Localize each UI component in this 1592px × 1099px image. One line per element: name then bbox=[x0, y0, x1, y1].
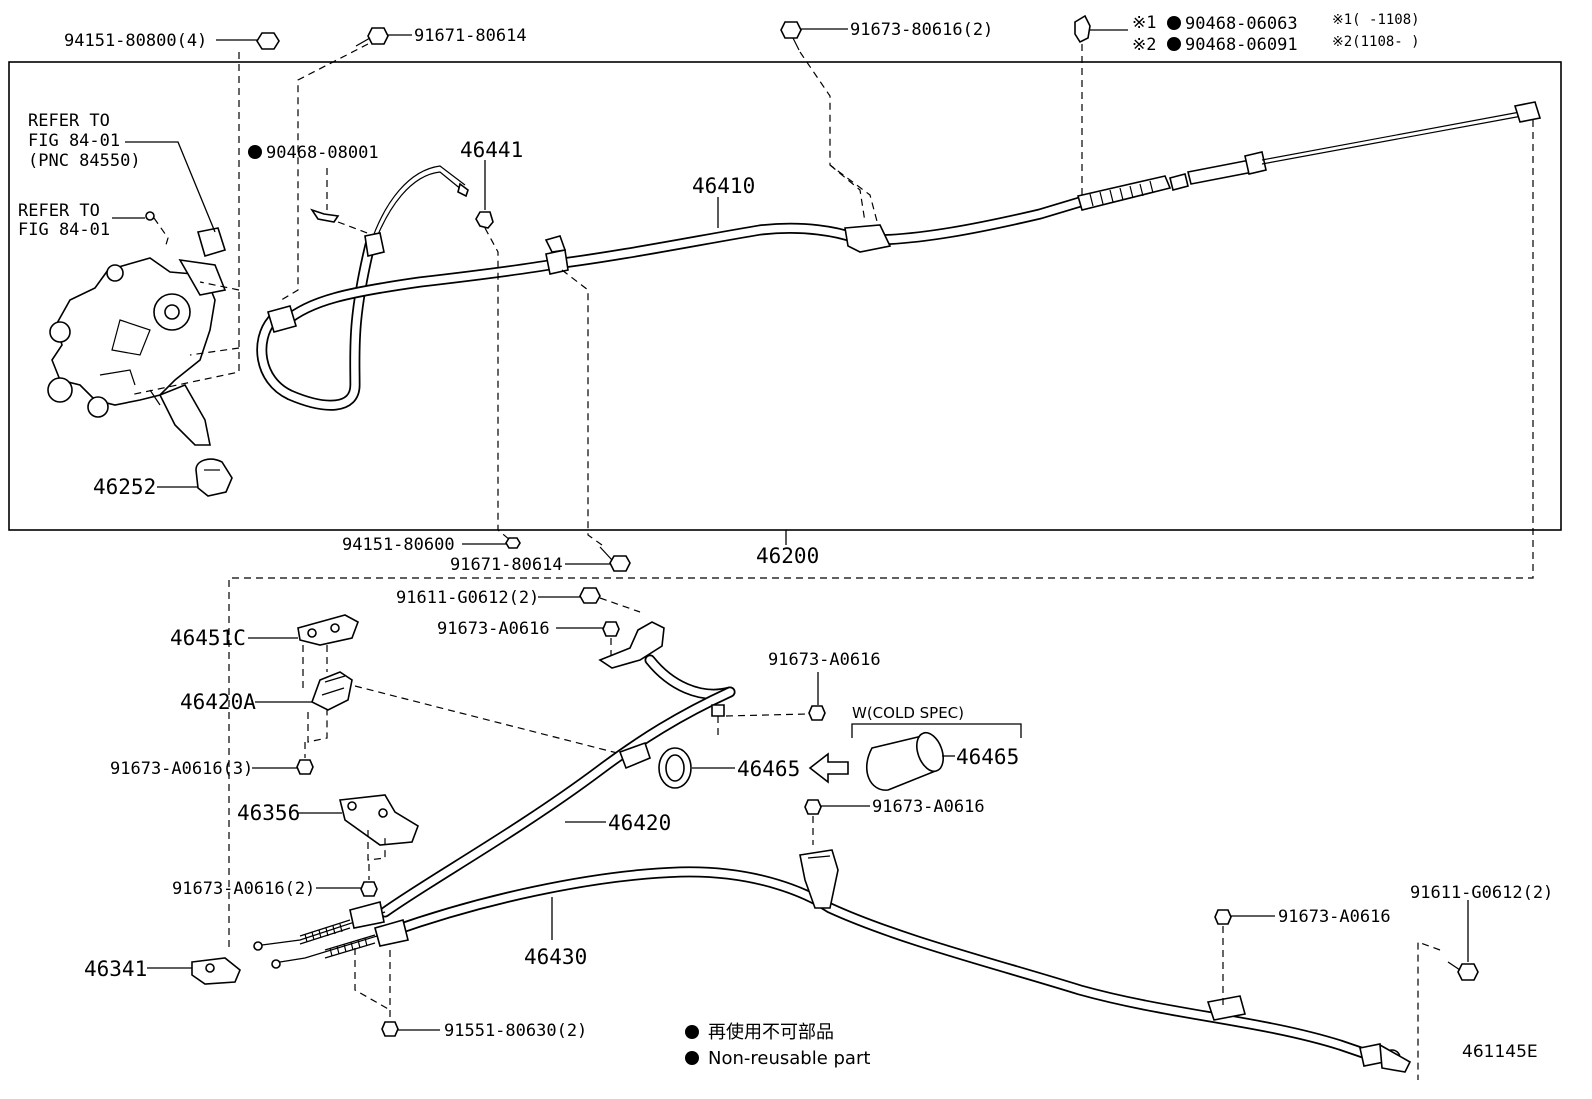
note1-range: ※1( -1108) bbox=[1332, 12, 1420, 28]
screw-91673-A0616-c-icon bbox=[804, 799, 822, 815]
refer2-bolt-icon bbox=[145, 211, 155, 221]
refer1-line1: REFER TO bbox=[28, 111, 110, 131]
label-46356: 46356 bbox=[237, 801, 300, 825]
legend-dot-jp bbox=[685, 1025, 699, 1039]
screw-91673-A0616-2-icon bbox=[360, 881, 378, 897]
label-91611-G0612-b: 91611-G0612(2) bbox=[1410, 883, 1553, 903]
label-91671-80614-bottom: 91671-80614 bbox=[450, 555, 563, 575]
nut-94151-80800-icon bbox=[256, 32, 280, 50]
label-91673-80616: 91673-80616(2) bbox=[850, 20, 993, 40]
pedal-pad-46252-icon bbox=[195, 458, 233, 497]
label-94151-80600: 94151-80600 bbox=[342, 535, 455, 555]
clamp-46420A-icon bbox=[311, 671, 353, 711]
label-91673-A0616-2: 91673-A0616(2) bbox=[172, 879, 315, 899]
clip-90468-06063-icon bbox=[1074, 14, 1091, 44]
label-91551-80630: 91551-80630(2) bbox=[444, 1021, 587, 1041]
cold-spec-sleeve-46465-icon bbox=[866, 731, 944, 791]
label-46420A: 46420A bbox=[180, 690, 256, 714]
nonreusable-dot-90468-08001 bbox=[248, 145, 262, 159]
refer1-line3: (PNC 84550) bbox=[28, 151, 141, 171]
label-91673-A0616-a: 91673-A0616 bbox=[437, 619, 550, 639]
legend-en: Non-reusable part bbox=[708, 1048, 870, 1069]
label-46451C: 46451C bbox=[170, 626, 246, 650]
legend-jp: 再使用不可部品 bbox=[708, 1022, 834, 1043]
bolt-91611-G0612-a-icon bbox=[579, 587, 601, 604]
screw-91673-A0616-d-icon bbox=[1214, 909, 1232, 925]
label-91673-A0616-3: 91673-A0616(3) bbox=[110, 759, 253, 779]
insulator-ring-46465-icon bbox=[658, 747, 692, 789]
label-90468-06091: 90468-06091 bbox=[1185, 35, 1298, 55]
label-46420: 46420 bbox=[608, 811, 671, 835]
screw-91673-A0616-3-icon bbox=[296, 759, 314, 775]
label-91673-A0616-d: 91673-A0616 bbox=[1278, 907, 1391, 927]
bracket-46356-icon bbox=[339, 794, 419, 846]
grommet-46441-icon bbox=[475, 211, 494, 229]
label-46465-a: 46465 bbox=[737, 757, 800, 781]
note2-range: ※2(1108- ) bbox=[1332, 34, 1420, 50]
nonreusable-dot-90468-06063 bbox=[1167, 16, 1181, 30]
label-46252: 46252 bbox=[93, 475, 156, 499]
parking-brake-pedal-assembly bbox=[47, 227, 227, 446]
refer2-line2: FIG 84-01 bbox=[18, 220, 110, 240]
label-46341: 46341 bbox=[84, 957, 147, 981]
label-46200: 46200 bbox=[756, 544, 819, 568]
clip-90468-08001-icon bbox=[310, 208, 340, 223]
arrow-left-icon bbox=[808, 752, 849, 784]
label-46441: 46441 bbox=[460, 138, 523, 162]
screw-91673-A0616-a-icon bbox=[602, 621, 620, 637]
bolt-91673-80616-icon bbox=[780, 21, 802, 51]
bracket-46341-icon bbox=[191, 957, 241, 985]
label-90468-08001: 90468-08001 bbox=[266, 143, 379, 163]
label-46465-b: 46465 bbox=[956, 745, 1019, 769]
label-46410: 46410 bbox=[692, 174, 755, 198]
cable-46410 bbox=[256, 101, 1542, 411]
bracket-46451C-icon bbox=[297, 614, 359, 646]
legend-dot-en bbox=[685, 1051, 699, 1065]
label-94151-80800: 94151-80800(4) bbox=[64, 31, 207, 51]
bolt-91671-80614-bottom-icon bbox=[599, 546, 631, 572]
label-91673-A0616-b: 91673-A0616 bbox=[768, 650, 881, 670]
label-90468-06063: 90468-06063 bbox=[1185, 14, 1298, 34]
nonreusable-dot-90468-06091 bbox=[1167, 37, 1181, 51]
refer1-line2: FIG 84-01 bbox=[28, 131, 120, 151]
cable-46420 bbox=[253, 621, 736, 951]
bolt-91671-80614-top-icon bbox=[355, 27, 389, 47]
note1-mark: ※1 bbox=[1132, 13, 1156, 33]
label-91671-80614-top: 91671-80614 bbox=[414, 26, 527, 46]
cable-46430 bbox=[271, 849, 1412, 1073]
screw-91551-80630-icon bbox=[381, 1021, 399, 1037]
assembly-box-46200 bbox=[8, 61, 1562, 531]
refer2-line1: REFER TO bbox=[18, 201, 100, 221]
label-46430: 46430 bbox=[524, 945, 587, 969]
label-91673-A0616-c: 91673-A0616 bbox=[872, 797, 985, 817]
leader-refer1 bbox=[125, 141, 216, 233]
bolt-91611-G0612-b-icon bbox=[1457, 963, 1479, 981]
label-cold-spec: W(COLD SPEC) bbox=[852, 704, 964, 722]
figure-code: 461145E bbox=[1462, 1042, 1538, 1062]
screw-91673-A0616-b-icon bbox=[808, 705, 826, 721]
note2-mark: ※2 bbox=[1132, 35, 1156, 55]
label-91611-G0612-a: 91611-G0612(2) bbox=[396, 588, 539, 608]
nut-94151-80600-icon bbox=[505, 537, 521, 549]
